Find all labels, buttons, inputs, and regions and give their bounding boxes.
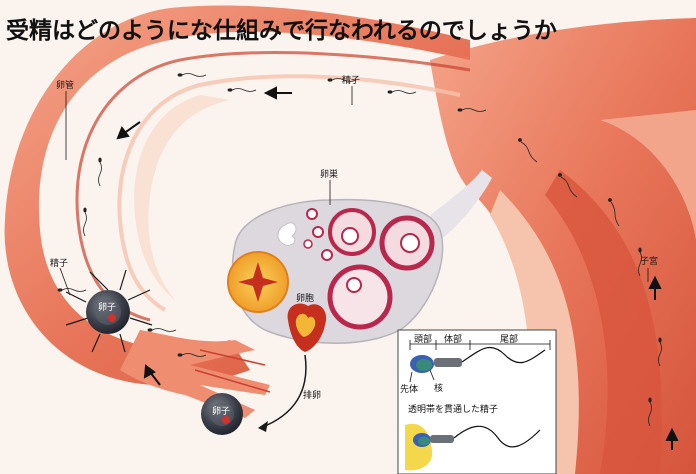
inset-acrosome-label: 先体: [400, 383, 418, 395]
fimbriae: [120, 330, 271, 418]
inset-nucleus-label: 核: [434, 382, 443, 394]
label-egg-lower: 卵子: [212, 406, 230, 417]
sperm-cells: [57, 73, 662, 427]
page-title: 受精はどのようにな仕組みで行なわれるのでしょうか: [6, 17, 557, 44]
label-egg-upper: 卵子: [98, 302, 116, 313]
ovulating-follicle: [287, 303, 327, 352]
label-oviduct: 卵管: [56, 79, 74, 91]
label-sperm-left: 精子: [50, 257, 68, 269]
leader-lines: [59, 86, 649, 296]
sperm-anatomy-inset: 頭部 体部 尾部 先体 核 透明帯を貫通した精子: [397, 329, 557, 474]
label-uterus: 子宮: [640, 255, 658, 267]
inset-body-label: 体部: [444, 333, 462, 345]
label-sperm-top: 精子: [342, 74, 360, 86]
inset-penetrating-label: 透明帯を貫通した精子: [408, 403, 498, 415]
follicles: [277, 208, 435, 330]
ovary: [227, 198, 444, 352]
sperm-direction-arrows: [116, 86, 679, 450]
label-ovary: 卵巣: [320, 168, 338, 180]
corpus-luteum: [227, 251, 289, 313]
ovulation-arrow: [259, 354, 307, 429]
egg-lower: [201, 393, 243, 435]
inset-tail-label: 尾部: [500, 333, 518, 345]
label-ovulation: 排卵: [303, 389, 321, 401]
ovarian-ligament: [430, 170, 492, 240]
inset-head-label: 頭部: [414, 333, 432, 345]
egg-upper: [65, 269, 153, 353]
label-follicle: 卵胞: [296, 292, 314, 304]
